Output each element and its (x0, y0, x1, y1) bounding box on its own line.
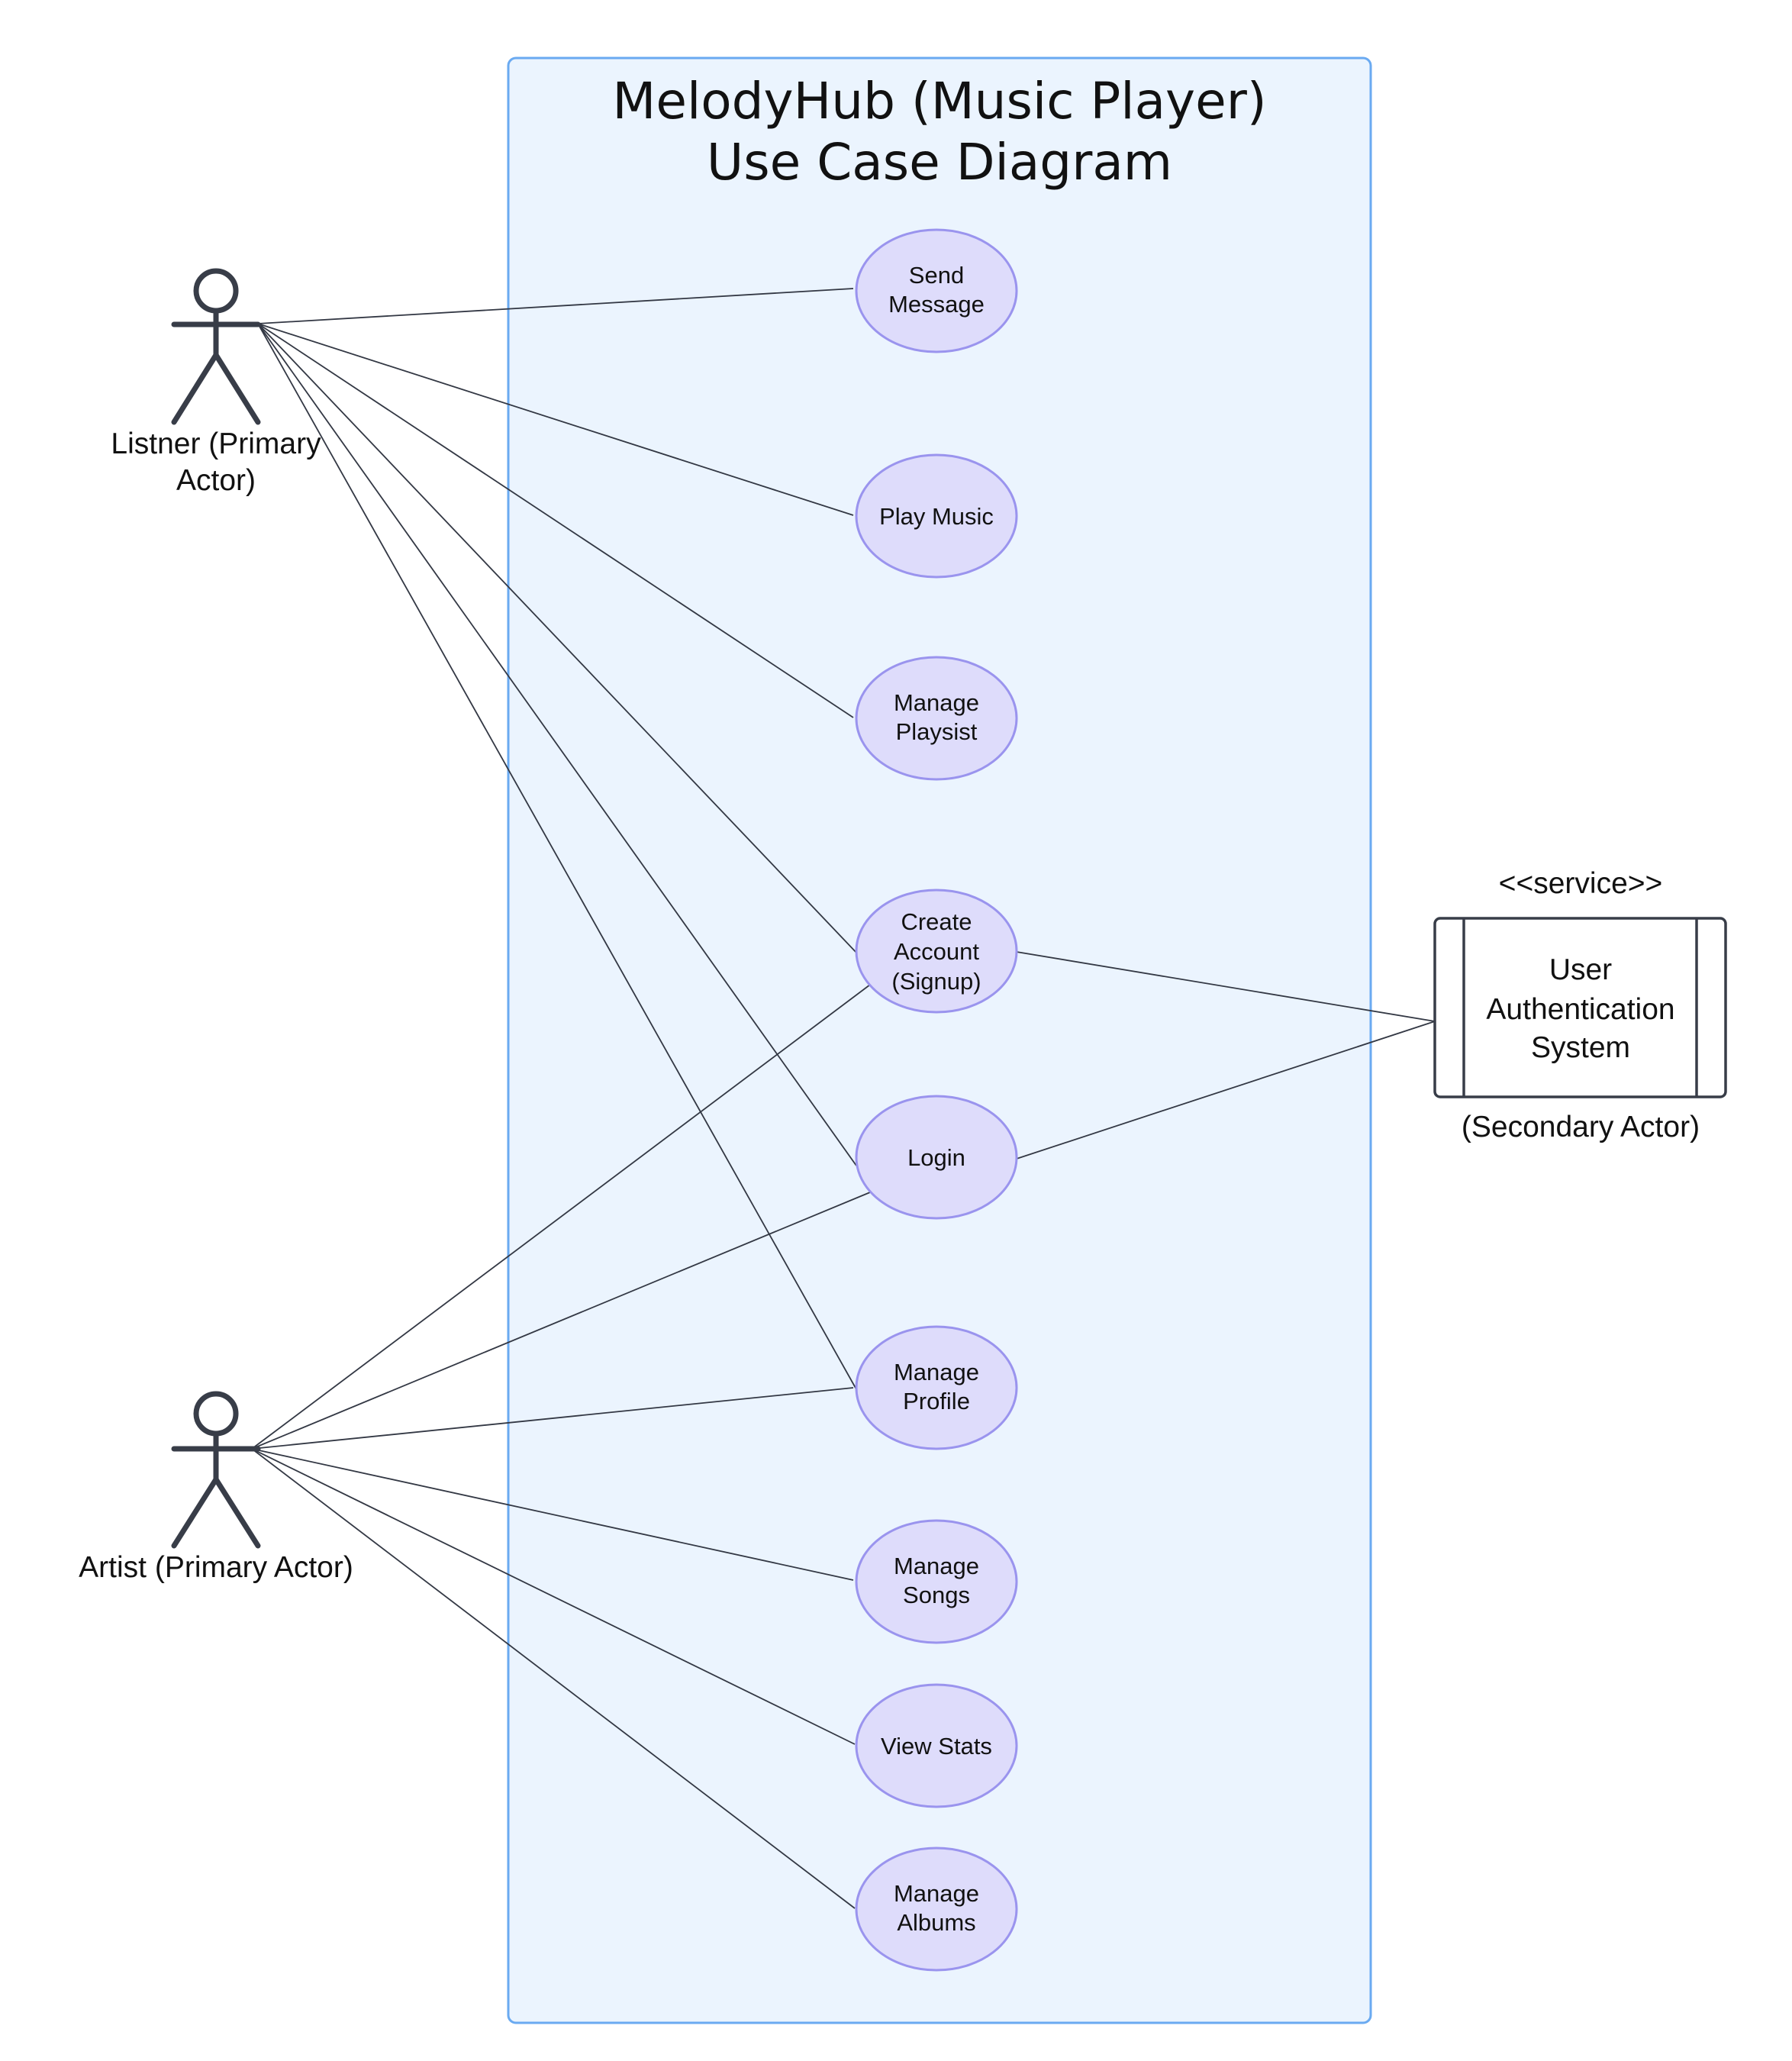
use-case-play-music[interactable]: Play Music (855, 453, 1018, 579)
use-case-label: View Stats (881, 1733, 992, 1759)
service-box (1433, 917, 1727, 1098)
assoc-artist-manage-profile (251, 1387, 854, 1450)
use-case-label: Create (901, 908, 972, 935)
use-case-label: Login (907, 1144, 965, 1171)
service-label: System (1531, 1031, 1630, 1064)
actor-label: Listner (Primary (111, 427, 321, 460)
use-case-label: Manage (894, 689, 979, 716)
use-case-label: Play Music (879, 503, 994, 530)
service-label: User (1549, 953, 1612, 986)
use-case-manage-profile[interactable]: Manage Profile (855, 1325, 1018, 1450)
system-title-line1: MelodyHub (Music Player) (612, 72, 1266, 131)
use-case-label: Account (894, 938, 979, 965)
assoc-auth-login (1016, 1021, 1436, 1160)
assoc-listener-login (257, 323, 857, 1166)
service-label: Authentication (1486, 993, 1674, 1026)
use-case-manage-playlist[interactable]: Manage Playsist (855, 656, 1018, 781)
use-case-label: Profile (903, 1388, 970, 1414)
stereotype-label: <<service>> (1499, 867, 1663, 900)
use-case-manage-albums[interactable]: Manage Albums (855, 1847, 1018, 1972)
use-case-label: Albums (897, 1909, 975, 1936)
use-case-create-account[interactable]: Create Account (Signup) (855, 889, 1018, 1014)
stick-figure-icon (171, 268, 261, 425)
use-case-label: Songs (903, 1582, 970, 1608)
system-boundary (507, 56, 1372, 2024)
assoc-auth-create-account (1016, 951, 1436, 1022)
use-case-label: Manage (894, 1880, 979, 1907)
assoc-artist-manage-albums (251, 1448, 856, 1909)
assoc-artist-login (251, 1192, 871, 1450)
use-case-label: Manage (894, 1359, 979, 1385)
assoc-listener-create-account (257, 323, 858, 954)
use-case-manage-songs[interactable]: Manage Songs (855, 1519, 1018, 1644)
actor-caption: (Secondary Actor) (1462, 1111, 1700, 1143)
actor-label: Actor) (176, 464, 256, 497)
assoc-listener-send-message (257, 288, 854, 324)
assoc-listener-manage-playlist (257, 323, 854, 718)
use-case-login[interactable]: Login (855, 1095, 1018, 1220)
actor-listener[interactable]: Listner (Primary Actor) (111, 268, 321, 497)
assoc-listener-manage-profile (257, 323, 857, 1390)
use-case-send-message[interactable]: Send Message (855, 228, 1018, 353)
association-lines (251, 288, 1436, 1909)
use-case-view-stats[interactable]: View Stats (855, 1683, 1018, 1808)
use-case-label: Playsist (896, 718, 978, 745)
actor-artist[interactable]: Artist (Primary Actor) (79, 1391, 353, 1584)
use-case-label: Send (909, 262, 964, 289)
use-case-label: Manage (894, 1553, 979, 1579)
assoc-listener-play-music (257, 323, 854, 516)
stick-figure-icon (171, 1391, 261, 1549)
assoc-artist-view-stats (251, 1448, 856, 1745)
assoc-artist-create-account (251, 984, 871, 1450)
assoc-artist-manage-songs (251, 1448, 854, 1581)
use-case-label: Message (888, 291, 985, 318)
system-title-line2: Use Case Diagram (707, 133, 1172, 192)
actor-auth-system[interactable]: <<service>> User Authentication System (… (1433, 867, 1727, 1143)
actor-label: Artist (Primary Actor) (79, 1551, 353, 1584)
use-case-label: (Signup) (891, 968, 981, 995)
